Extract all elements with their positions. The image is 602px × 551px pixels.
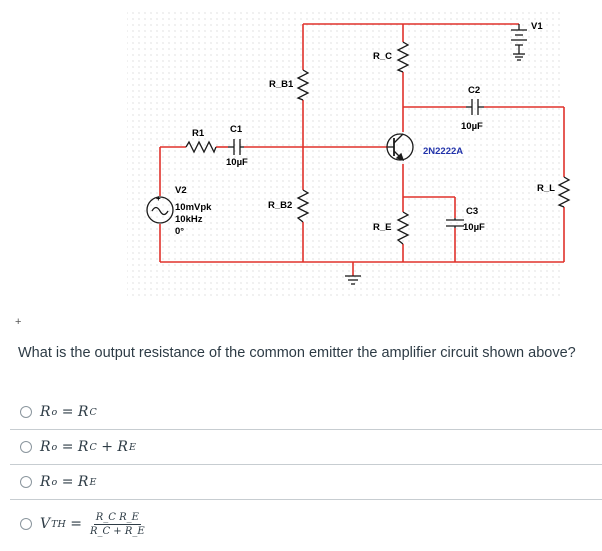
resistor-r1-symbol: [185, 140, 217, 154]
label-rb2: R_B2: [268, 200, 292, 211]
label-v2-amplitude: 10mVpk: [175, 202, 212, 213]
label-source-plus: +: [156, 194, 161, 203]
label-c3-value: 10µF: [463, 222, 485, 233]
ac-source-symbol: [146, 196, 174, 224]
radio-button[interactable]: [20, 406, 32, 418]
resistor-rb2-symbol: [296, 189, 310, 223]
label-v1: V1: [531, 21, 543, 32]
radio-button[interactable]: [20, 441, 32, 453]
label-c1-value: 10µF: [226, 157, 248, 168]
label-c2: C2: [468, 85, 480, 96]
label-rc: R_C: [373, 51, 392, 62]
components: [146, 24, 571, 285]
fraction-denominator: R_C + R_E: [89, 525, 145, 537]
label-rb1: R_B1: [269, 79, 294, 90]
transistor-symbol: [386, 133, 414, 161]
circuit-schematic: V2 10mVpk 10kHz 0° + R1 C1 10µF R_B1 R_B…: [127, 8, 571, 298]
label-re: R_E: [373, 222, 391, 233]
label-c3: C3: [466, 206, 478, 217]
label-c1: C1: [230, 124, 243, 135]
fraction: R_C R_E R_C + R_E: [88, 512, 147, 537]
radio-button[interactable]: [20, 518, 32, 530]
resistor-re-symbol: [396, 211, 410, 245]
question-text: What is the output resistance of the com…: [18, 345, 576, 361]
resistor-rb1-symbol: [296, 69, 310, 101]
label-c2-value: 10µF: [461, 121, 483, 132]
label-transistor: 2N2222A: [423, 146, 463, 157]
wires: [159, 23, 565, 276]
label-v2-phase: 0°: [175, 226, 184, 237]
plus-marker: +: [15, 316, 22, 328]
grid-background: [127, 8, 563, 298]
radio-button[interactable]: [20, 476, 32, 488]
label-v2-frequency: 10kHz: [175, 214, 203, 225]
fraction-numerator: R_C R_E: [93, 511, 141, 525]
label-v2: V2: [175, 185, 187, 196]
label-rl: R_L: [537, 183, 555, 194]
resistor-rc-symbol: [396, 41, 410, 73]
label-r1: R1: [192, 128, 205, 139]
resistor-rl-symbol: [557, 176, 571, 208]
